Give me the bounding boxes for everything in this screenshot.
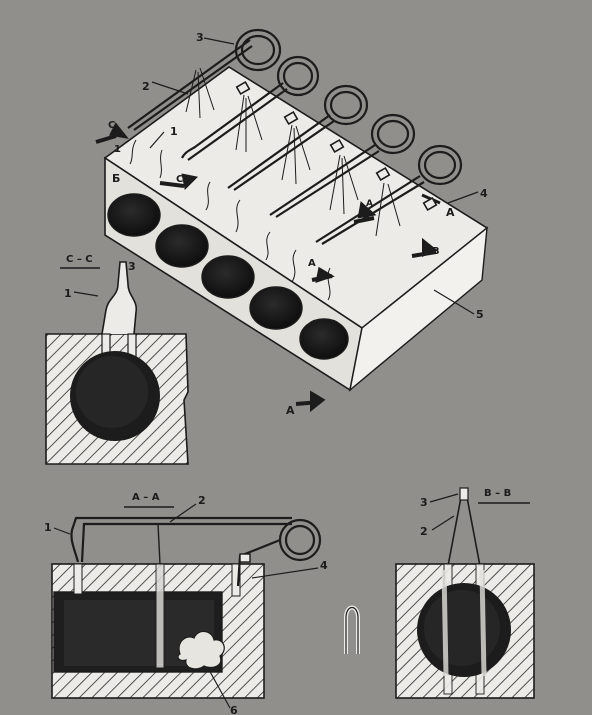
label-arrow-v: В bbox=[432, 246, 440, 257]
section-aa-label-1: 1 bbox=[44, 521, 52, 534]
label-top-4: 4 bbox=[480, 187, 488, 200]
section-bb-label-2: 2 bbox=[420, 525, 428, 538]
section-cc-label-3: 3 bbox=[128, 260, 136, 273]
section-aa-label-6: 6 bbox=[230, 704, 238, 715]
label-top-1b: 1 bbox=[114, 144, 121, 155]
label-letter-b: Б bbox=[112, 172, 120, 185]
label-letter-a: А bbox=[446, 206, 455, 219]
cotton-wool bbox=[177, 630, 225, 670]
label-bottom-a: А bbox=[286, 404, 295, 417]
label-arrow-c1: С bbox=[108, 120, 115, 131]
label-top-5: 5 bbox=[476, 308, 484, 321]
section-arrows bbox=[95, 122, 438, 413]
section-cc-label-1: 1 bbox=[64, 287, 72, 300]
heater-spirals bbox=[127, 28, 463, 245]
label-top-1a: 1 bbox=[170, 125, 178, 138]
isometric-block: 3 2 1 1 4 5 Б А С С В А А А bbox=[95, 28, 489, 417]
label-arrow-c2: С bbox=[176, 174, 183, 185]
section-bb-title: В – В bbox=[484, 488, 511, 499]
section-aa-label-2: 2 bbox=[198, 494, 206, 507]
support-wires bbox=[129, 67, 401, 301]
label-top-2: 2 bbox=[142, 80, 150, 93]
section-a-a: А – А 1 2 4 6 bbox=[44, 492, 360, 715]
section-cc-title: С – С bbox=[66, 254, 93, 265]
block-side-face bbox=[348, 226, 488, 392]
label-arrow-a2: А bbox=[366, 199, 373, 209]
clamps bbox=[235, 80, 438, 212]
block-holes bbox=[107, 193, 349, 360]
section-bb-label-3: 3 bbox=[420, 496, 428, 509]
section-aa-title: А – А bbox=[132, 492, 160, 503]
section-aa-label-4: 4 bbox=[320, 559, 328, 572]
label-top-3: 3 bbox=[196, 31, 204, 44]
section-b-b: В – В 3 2 bbox=[395, 487, 535, 699]
section-c-c: С – С 1 3 bbox=[45, 254, 189, 465]
label-arrow-a: А bbox=[308, 258, 316, 269]
leader-lines bbox=[149, 37, 479, 315]
